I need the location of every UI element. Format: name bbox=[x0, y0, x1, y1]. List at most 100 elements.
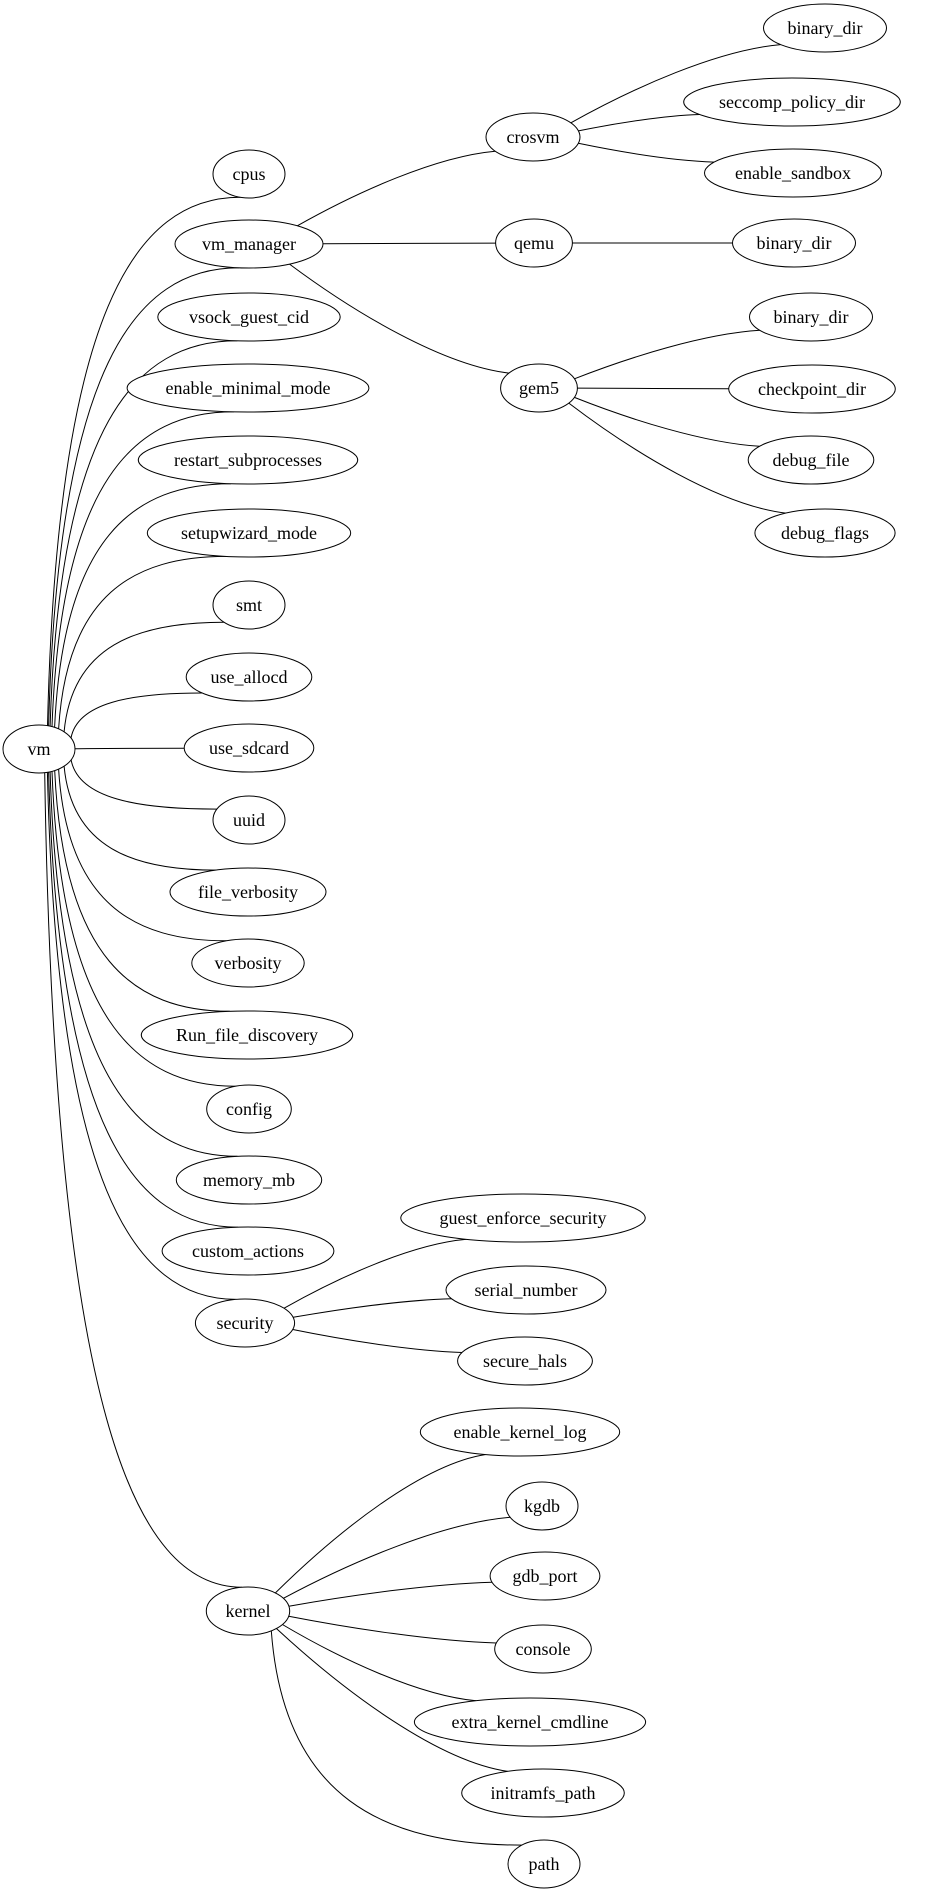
node-ellipse-seccomp_policy_dir bbox=[683, 77, 901, 127]
node-label-binary_dir_crosvm: binary_dir bbox=[788, 18, 863, 38]
node-restart_subprocesses: restart_subprocesses bbox=[137, 435, 359, 485]
node-extra_kernel_cmdline: extra_kernel_cmdline bbox=[413, 1697, 647, 1747]
node-vm: vm bbox=[2, 724, 76, 774]
edge-vm-config bbox=[51, 771, 236, 1087]
node-label-binary_dir_qemu: binary_dir bbox=[757, 233, 832, 253]
node-use_sdcard: use_sdcard bbox=[183, 723, 315, 773]
node-label-path: path bbox=[529, 1854, 560, 1874]
node-enable_minimal_mode: enable_minimal_mode bbox=[126, 363, 370, 413]
node-label-checkpoint_dir: checkpoint_dir bbox=[758, 379, 866, 399]
node-ellipse-enable_minimal_mode bbox=[126, 363, 370, 413]
node-label-use_allocd: use_allocd bbox=[211, 667, 288, 687]
edge-vm-kernel bbox=[44, 772, 243, 1588]
node-ellipse-vm_manager bbox=[174, 219, 324, 269]
node-ellipse-cpus bbox=[212, 149, 286, 199]
edge-gem5-debug_flags bbox=[568, 402, 786, 514]
edge-security-guest_enforce_security bbox=[283, 1238, 467, 1309]
node-label-kernel: kernel bbox=[226, 1601, 271, 1621]
node-label-kgdb: kgdb bbox=[524, 1496, 560, 1516]
node-ellipse-verbosity bbox=[191, 938, 305, 988]
node-ellipse-Run_file_discovery bbox=[140, 1010, 354, 1060]
edge-kernel-initramfs_path bbox=[276, 1628, 508, 1772]
node-label-setupwizard_mode: setupwizard_mode bbox=[181, 523, 317, 543]
node-ellipse-smt bbox=[212, 580, 286, 630]
node-label-qemu: qemu bbox=[514, 233, 554, 253]
node-file_verbosity: file_verbosity bbox=[169, 867, 327, 917]
edge-vm-cpus bbox=[47, 196, 241, 726]
node-use_allocd: use_allocd bbox=[185, 652, 313, 702]
node-label-enable_kernel_log: enable_kernel_log bbox=[454, 1422, 587, 1442]
node-label-enable_sandbox: enable_sandbox bbox=[735, 163, 851, 183]
edge-kernel-path bbox=[270, 1630, 522, 1846]
node-ellipse-debug_file bbox=[747, 435, 875, 485]
node-ellipse-secure_hals bbox=[457, 1336, 593, 1386]
node-ellipse-security bbox=[194, 1298, 296, 1348]
node-ellipse-console bbox=[494, 1624, 592, 1674]
node-ellipse-vm bbox=[2, 724, 76, 774]
node-label-debug_flags: debug_flags bbox=[781, 523, 869, 543]
node-enable_kernel_log: enable_kernel_log bbox=[419, 1407, 621, 1457]
node-label-restart_subprocesses: restart_subprocesses bbox=[174, 450, 322, 470]
node-gdb_port: gdb_port bbox=[489, 1551, 601, 1601]
node-ellipse-qemu bbox=[495, 218, 573, 268]
node-label-console: console bbox=[516, 1639, 571, 1659]
node-kgdb: kgdb bbox=[505, 1481, 579, 1531]
node-serial_number: serial_number bbox=[445, 1265, 607, 1315]
node-binary_dir_qemu: binary_dir bbox=[732, 218, 856, 268]
node-label-gem5: gem5 bbox=[519, 378, 559, 398]
node-ellipse-binary_dir_qemu bbox=[732, 218, 856, 268]
edge-kernel-kgdb bbox=[283, 1516, 511, 1599]
edge-gem5-debug_file bbox=[574, 396, 760, 447]
node-label-extra_kernel_cmdline: extra_kernel_cmdline bbox=[452, 1712, 609, 1732]
edge-crosvm-enable_sandbox bbox=[578, 142, 715, 163]
edge-vm-setupwizard_mode bbox=[58, 555, 227, 729]
node-ellipse-vsock_guest_cid bbox=[157, 292, 341, 342]
edge-crosvm-binary_dir_crosvm bbox=[570, 44, 781, 124]
node-gem5: gem5 bbox=[500, 363, 578, 413]
node-ellipse-restart_subprocesses bbox=[137, 435, 359, 485]
node-layer: vm cpus vm_manager vsock_guest_cid enable_mi… bbox=[2, 3, 901, 1889]
node-ellipse-memory_mb bbox=[175, 1155, 323, 1205]
node-label-vm: vm bbox=[27, 739, 50, 759]
node-path: path bbox=[507, 1839, 581, 1889]
edge-vm_manager-crosvm bbox=[297, 150, 496, 227]
edge-vm_manager-qemu bbox=[322, 242, 496, 245]
node-label-cpus: cpus bbox=[233, 164, 266, 184]
node-ellipse-file_verbosity bbox=[169, 867, 327, 917]
node-ellipse-kgdb bbox=[505, 1481, 579, 1531]
node-guest_enforce_security: guest_enforce_security bbox=[400, 1193, 646, 1243]
node-ellipse-debug_flags bbox=[754, 508, 896, 558]
node-enable_sandbox: enable_sandbox bbox=[704, 148, 882, 198]
edge-vm-use_allocd bbox=[70, 692, 203, 739]
node-label-guest_enforce_security: guest_enforce_security bbox=[440, 1208, 607, 1228]
node-memory_mb: memory_mb bbox=[175, 1155, 323, 1205]
node-label-vm_manager: vm_manager bbox=[202, 234, 296, 254]
node-setupwizard_mode: setupwizard_mode bbox=[146, 508, 352, 558]
node-custom_actions: custom_actions bbox=[161, 1226, 335, 1276]
node-label-verbosity: verbosity bbox=[215, 953, 282, 973]
edge-kernel-console bbox=[288, 1615, 497, 1644]
node-label-secure_hals: secure_hals bbox=[483, 1351, 567, 1371]
edge-vm-memory_mb bbox=[49, 771, 238, 1157]
node-label-vsock_guest_cid: vsock_guest_cid bbox=[189, 307, 309, 327]
node-label-enable_minimal_mode: enable_minimal_mode bbox=[166, 378, 331, 398]
edge-vm-custom_actions bbox=[48, 772, 239, 1228]
node-secure_hals: secure_hals bbox=[457, 1336, 593, 1386]
node-debug_flags: debug_flags bbox=[754, 508, 896, 558]
edge-vm-vm_manager bbox=[48, 267, 240, 726]
node-label-crosvm: crosvm bbox=[507, 127, 560, 147]
edge-kernel-enable_kernel_log bbox=[275, 1454, 486, 1594]
node-ellipse-initramfs_path bbox=[461, 1768, 625, 1818]
node-ellipse-enable_sandbox bbox=[704, 148, 882, 198]
node-label-smt: smt bbox=[236, 595, 262, 615]
edge-vm-file_verbosity bbox=[63, 766, 217, 871]
node-binary_dir_gem5: binary_dir bbox=[749, 292, 873, 342]
node-label-config: config bbox=[226, 1099, 272, 1119]
node-label-serial_number: serial_number bbox=[475, 1280, 578, 1300]
node-ellipse-path bbox=[507, 1839, 581, 1889]
node-ellipse-gdb_port bbox=[489, 1551, 601, 1601]
node-debug_file: debug_file bbox=[747, 435, 875, 485]
edge-crosvm-seccomp_policy_dir bbox=[578, 114, 700, 132]
